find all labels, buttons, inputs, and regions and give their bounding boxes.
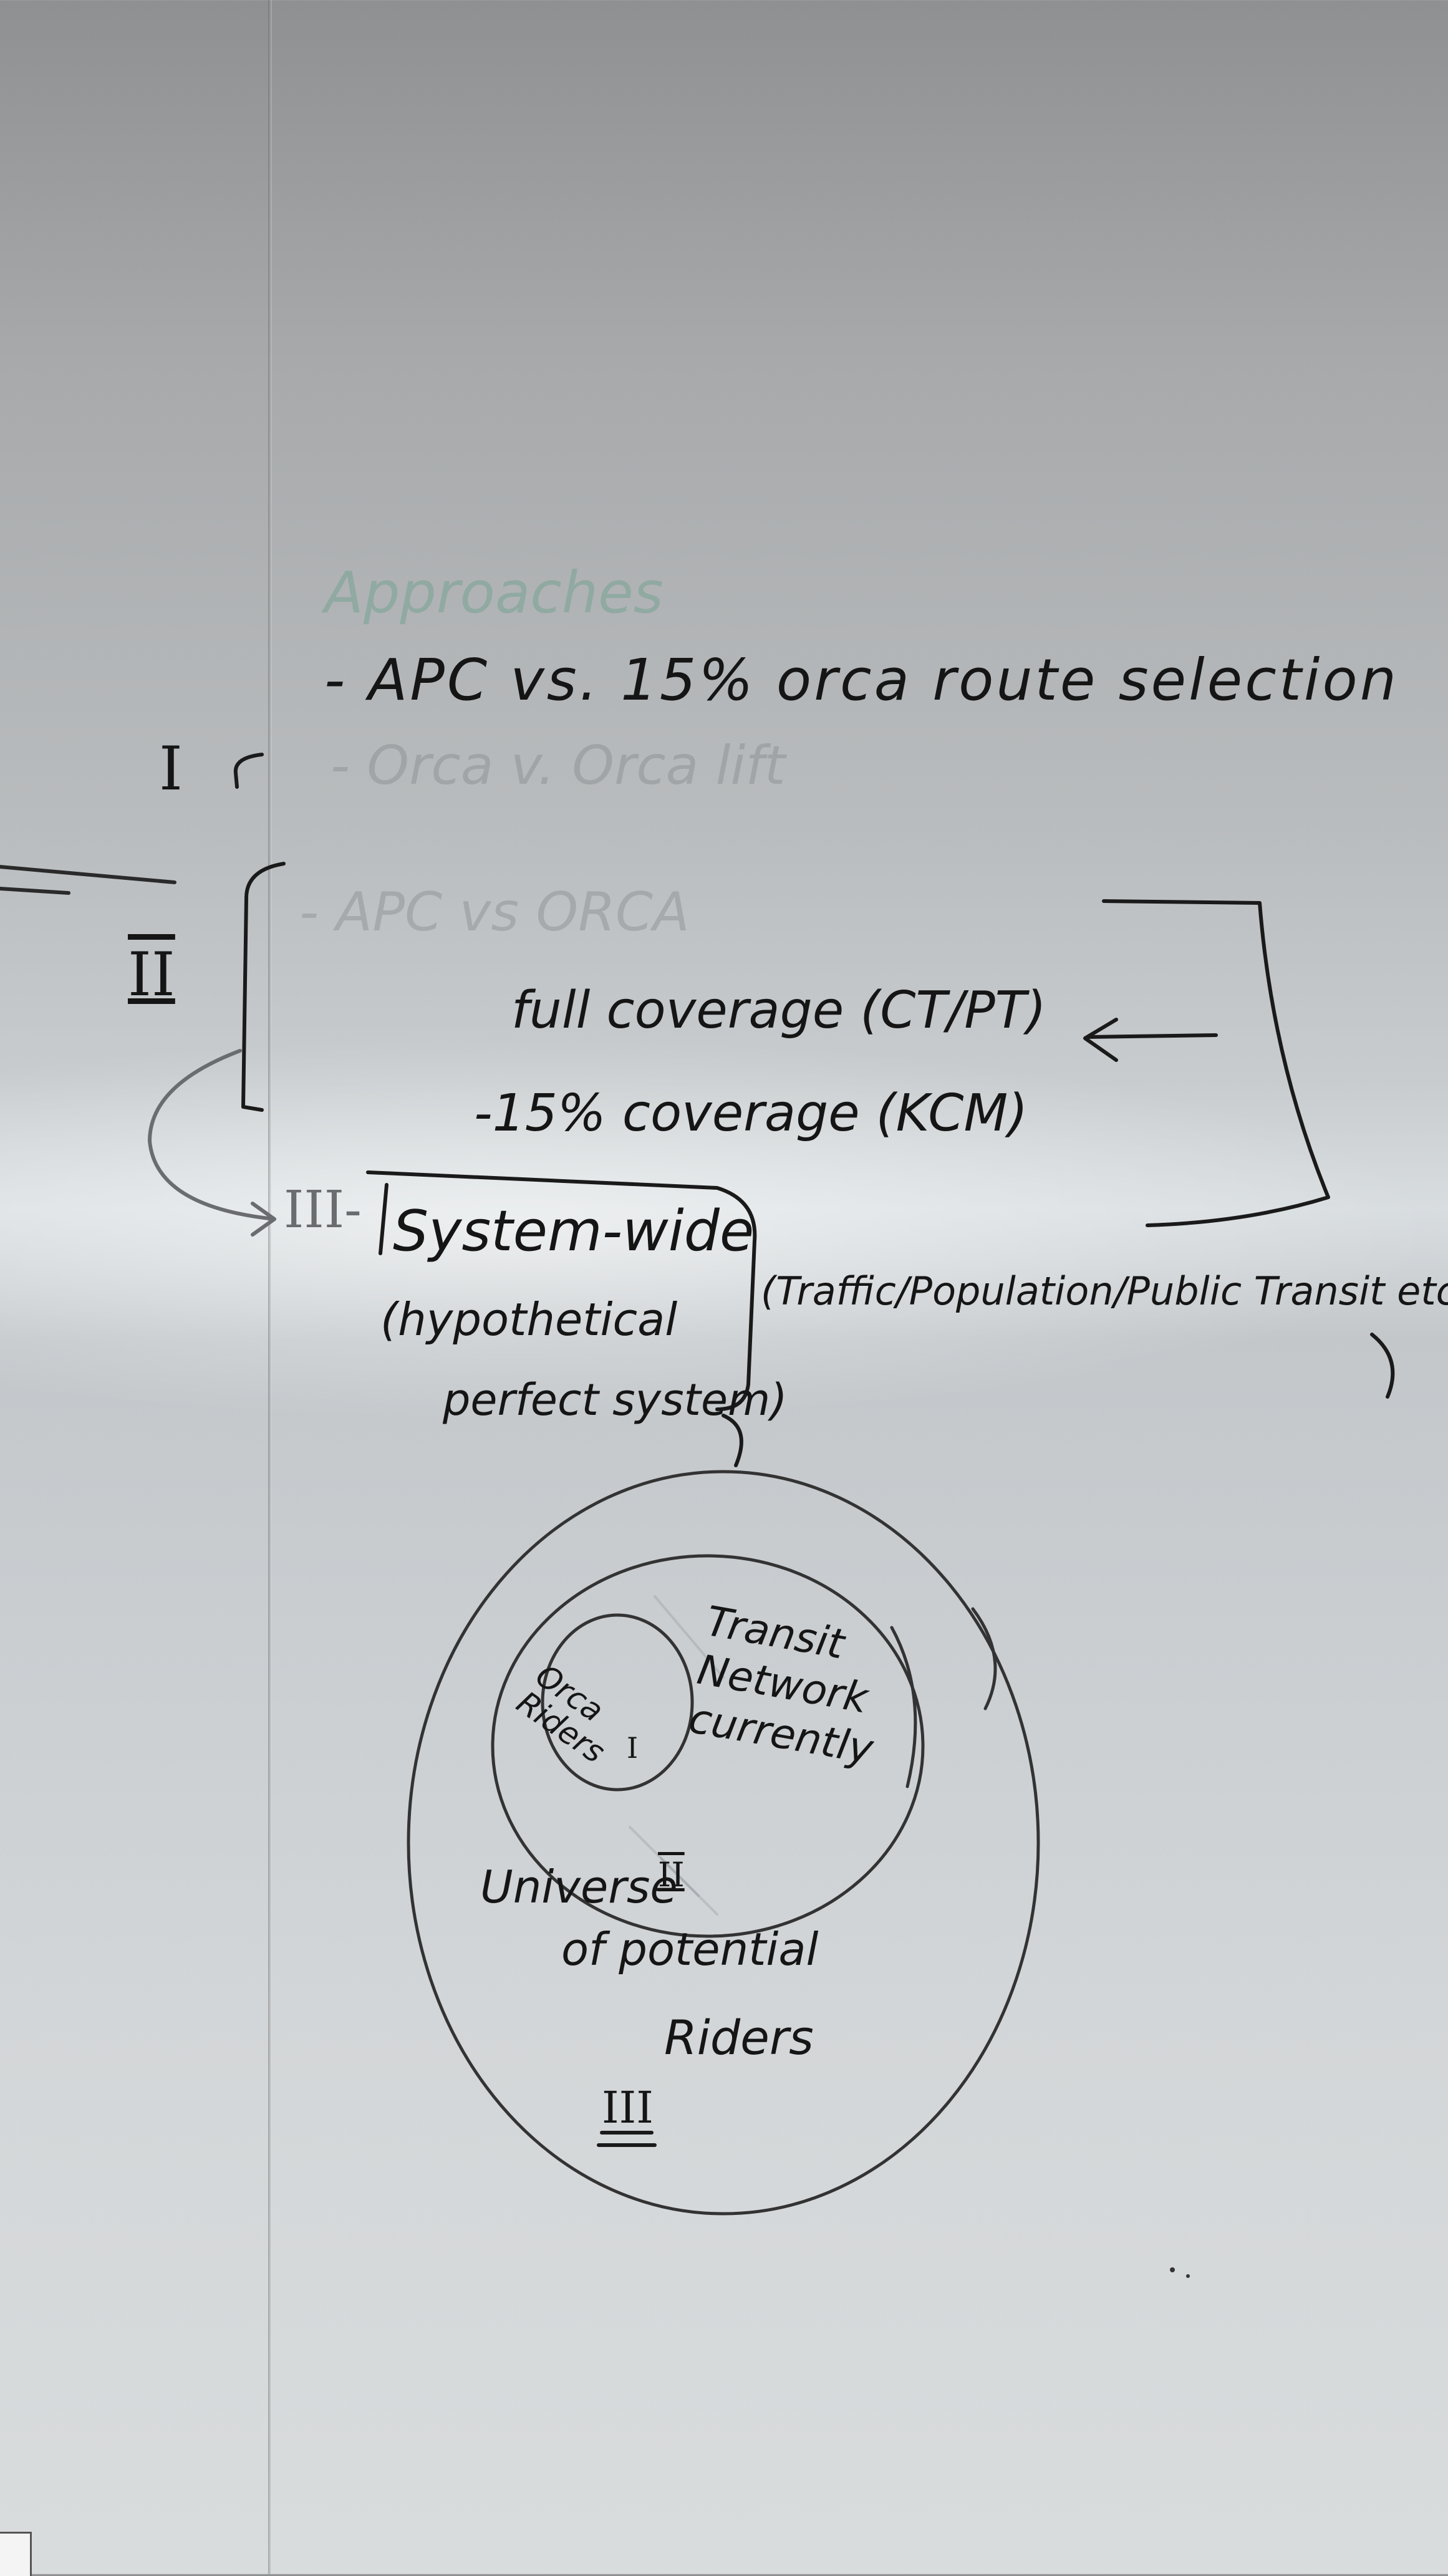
note-paren (1370, 1333, 1395, 1399)
arrow-shaft (1086, 1033, 1218, 1039)
arrow-head (1083, 1018, 1118, 1062)
arrowhead-three (251, 1202, 276, 1237)
marker-three-dash: III- (284, 1180, 362, 1240)
approach-line-full-coverage: full coverage (CT/PT) (511, 981, 1046, 1040)
arrow-two-to-three (148, 1049, 276, 1221)
approach-line-15-coverage: -15% coverage (KCM) (474, 1084, 1028, 1143)
system-wide-title: System-wide (393, 1199, 755, 1264)
marker-two: II (128, 940, 175, 1010)
venn-extra-arc-2 (971, 1607, 997, 1710)
edge-line-2 (0, 887, 70, 895)
system-wide-perfect: perfect system) (443, 1374, 788, 1425)
whiteboard-edge (268, 0, 272, 2574)
edge-line-1 (0, 865, 176, 884)
marker-one: I (159, 734, 183, 804)
venn-extra-arc (890, 1626, 917, 1788)
system-box (366, 1170, 757, 1411)
bracket-two (241, 862, 286, 1112)
venn-outer-potential: of potential (561, 1923, 819, 1975)
system-box-left (379, 1183, 389, 1255)
venn-inner-circle (541, 1613, 694, 1792)
venn-bottom-marker: III (602, 2082, 654, 2133)
venn-middle-circle (491, 1554, 925, 1938)
right-bracket (1102, 899, 1330, 1227)
venn-outer-marker: II (658, 1855, 685, 1894)
speck-2 (1186, 2274, 1190, 2278)
approach-line-orca-lift: - Orca v. Orca lift (331, 735, 786, 797)
system-wide-note: (Traffic/Population/Public Transit etc) (761, 1268, 1448, 1314)
venn-outer-riders: Riders (664, 2010, 814, 2065)
corner-sticker (0, 2532, 32, 2576)
bracket-one (233, 753, 264, 789)
speck-1 (1170, 2267, 1175, 2272)
venn-outer-universe: Universe (480, 1861, 678, 1913)
approach-line-apc-vs-orca: - APC vs ORCA (299, 881, 690, 943)
venn-inner-marker: I (627, 1731, 639, 1765)
venn-outer-circle (407, 1470, 1040, 2216)
system-box-tail (722, 1414, 743, 1467)
system-wide-hypothetical: (hypothetical (380, 1293, 678, 1346)
approach-line-apc-route-selection: - APC vs. 15% orca route selection (324, 647, 1399, 713)
approaches-heading: Approaches (324, 559, 664, 626)
venn-hatching (629, 1595, 725, 1916)
